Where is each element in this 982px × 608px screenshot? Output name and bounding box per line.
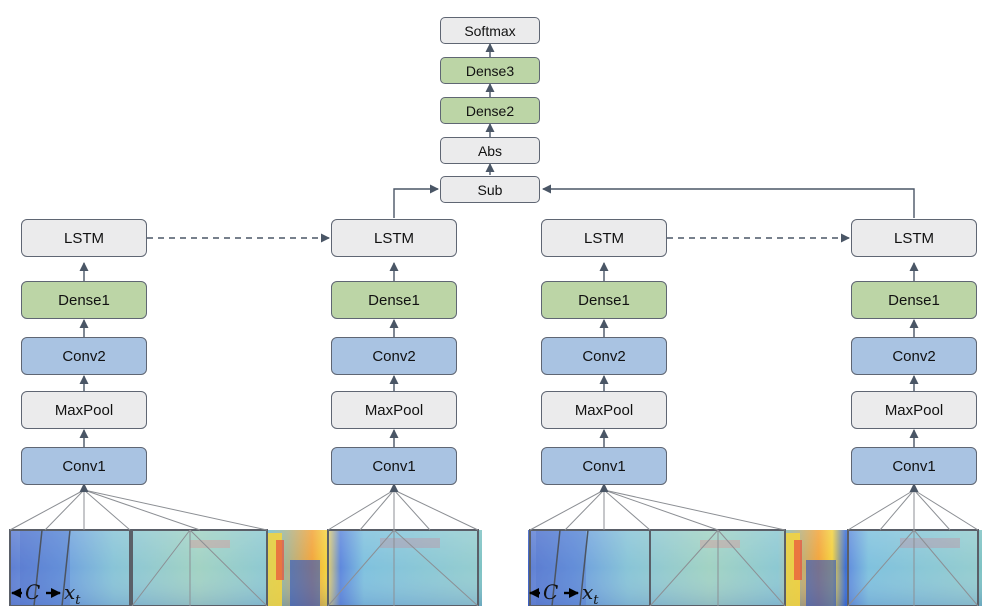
sub-box: Sub	[440, 176, 540, 203]
conv2-box-1: Conv2	[21, 337, 147, 375]
maxpool-box-3: MaxPool	[541, 391, 667, 429]
maxpool-box-2: MaxPool	[331, 391, 457, 429]
maxpool-box-1: MaxPool	[21, 391, 147, 429]
lstm-box-3: LSTM	[541, 219, 667, 257]
lstm-to-sub-connectors	[393, 184, 915, 218]
frame-label-right: xt	[582, 580, 599, 608]
frame-label-left-sub: t	[75, 593, 81, 608]
frame-label-right-x: x	[582, 580, 594, 604]
spectrogram-right	[528, 530, 982, 606]
abs-box: Abs	[440, 137, 540, 164]
receptive-field-lines	[9, 489, 979, 606]
conv2-box-3: Conv2	[541, 337, 667, 375]
conv2-box-4: Conv2	[851, 337, 977, 375]
maxpool-box-4: MaxPool	[851, 391, 977, 429]
conv2-box-2: Conv2	[331, 337, 457, 375]
frame-label-right-sub: t	[593, 593, 599, 608]
frame-label-left: xt	[64, 580, 81, 608]
spectrogram-left	[10, 530, 482, 606]
tower-arrows	[79, 43, 919, 492]
window-dividers	[33, 529, 589, 606]
dense3-box: Dense3	[440, 57, 540, 84]
context-label-left: C	[25, 580, 41, 604]
conv1-box-2: Conv1	[331, 447, 457, 485]
dense1-box-4: Dense1	[851, 281, 977, 319]
lstm-box-2: LSTM	[331, 219, 457, 257]
context-label-right: C	[543, 580, 559, 604]
frame-label-left-x: x	[64, 580, 76, 604]
conv1-box-1: Conv1	[21, 447, 147, 485]
conv1-box-4: Conv1	[851, 447, 977, 485]
lstm-box-4: LSTM	[851, 219, 977, 257]
conv1-box-3: Conv1	[541, 447, 667, 485]
dense1-box-2: Dense1	[331, 281, 457, 319]
lstm-box-1: LSTM	[21, 219, 147, 257]
dense1-box-3: Dense1	[541, 281, 667, 319]
softmax-box: Softmax	[440, 17, 540, 44]
dense2-box: Dense2	[440, 97, 540, 124]
dense1-box-1: Dense1	[21, 281, 147, 319]
